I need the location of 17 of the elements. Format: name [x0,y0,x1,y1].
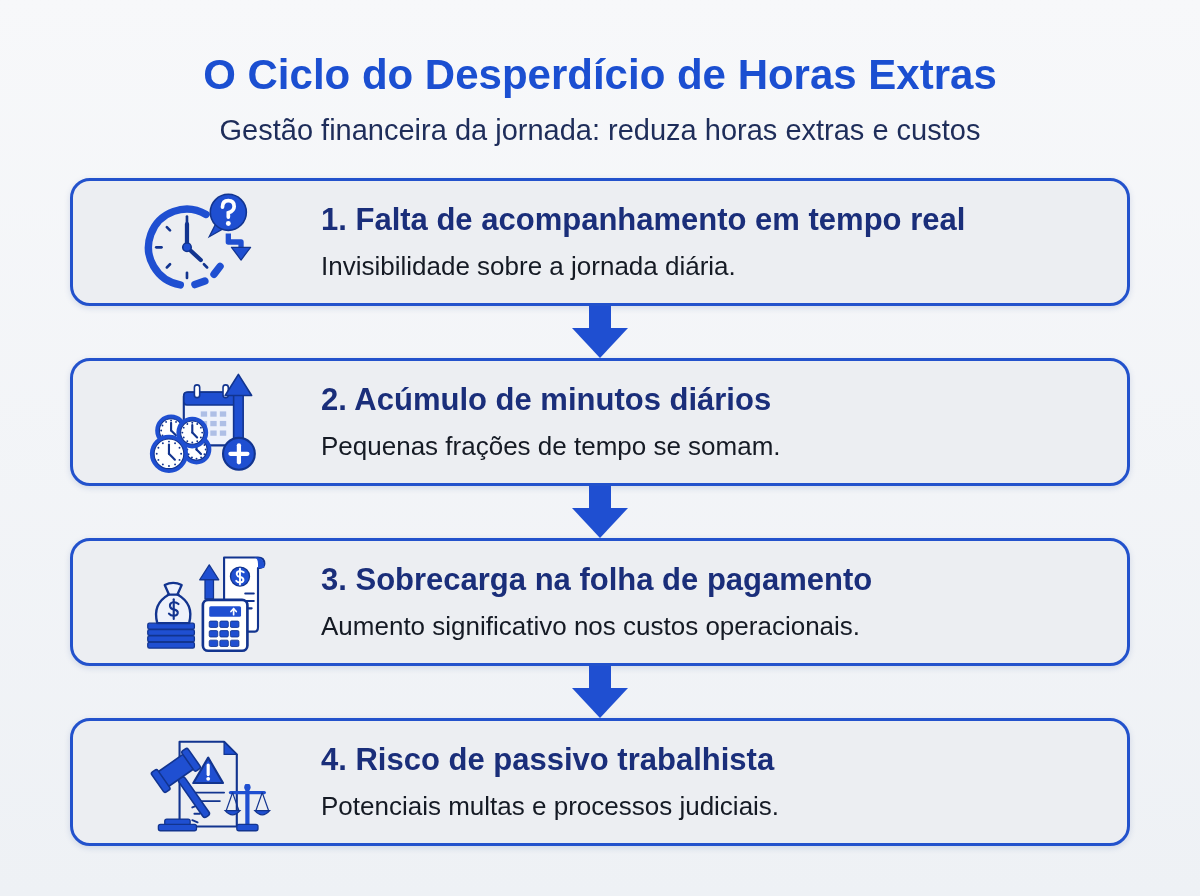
title: O Ciclo do Desperdício de Horas Extras [203,50,997,100]
step-description: Aumento significativo nos custos operacionais. [321,610,862,642]
step-heading: 3. Sobrecarga na folha de pagamento [321,562,874,598]
block-arrow [572,306,628,358]
subtitle: Gestão financeira da jornada: reduza horas extras e custos [219,113,981,148]
block-arrow [572,666,628,718]
step-description: Potenciais multas e processos judiciais. [321,790,781,822]
step-card [70,538,1130,666]
step-description: Pequenas frações de tempo se somam. [321,430,782,462]
step-heading: 1. Falta de acompanhamento em tempo real [321,202,967,238]
step-card [70,358,1130,486]
block-arrow [572,486,628,538]
step-heading: 2. Acúmulo de minutos diários [321,382,773,418]
step-card [70,718,1130,846]
step-description: Invisibilidade sobre a jornada diária. [321,250,737,282]
step-card [70,178,1130,306]
step-heading: 4. Risco de passivo trabalhista [321,742,776,778]
